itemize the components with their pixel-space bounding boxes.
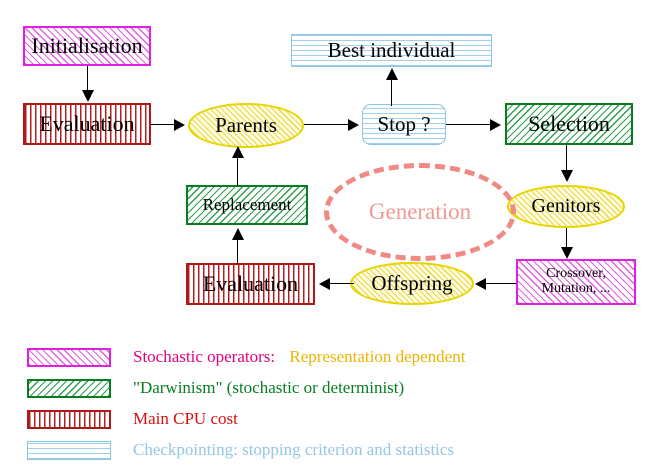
node-offspring[interactable]: Offspring	[350, 262, 474, 305]
node-parents-label: Parents	[215, 113, 277, 138]
node-evaluation-top-label: Evaluation	[39, 111, 135, 137]
node-generation-label: Generation	[368, 199, 472, 224]
node-evaluation-bottom-label: Evaluation	[202, 271, 299, 297]
edge-crossover-offspring-line	[486, 283, 516, 285]
edge-evaluation-replacement-arrow	[232, 228, 244, 240]
edge-initialisation-evaluation-line	[87, 66, 89, 93]
node-stop-label: Stop ?	[377, 112, 431, 137]
node-genitors-label: Genitors	[531, 195, 601, 217]
node-selection[interactable]: Selection	[505, 103, 633, 145]
legend-label-stochastic-operators: Stochastic operators:	[133, 347, 276, 366]
node-stop[interactable]: Stop ?	[362, 104, 446, 145]
legend-label-checkpointing: Checkpointing: stopping criterion and st…	[133, 440, 455, 459]
edge-selection-genitors-arrow	[561, 170, 573, 182]
edge-parents-stop-arrow	[348, 119, 359, 131]
node-best-individual-label: Best individual	[327, 38, 456, 63]
legend-row-checkpointing: Checkpointing: stopping criterion and st…	[27, 440, 454, 460]
edge-selection-genitors-line	[566, 145, 568, 173]
legend-label-darwinism: "Darwinism" (stochastic or determinist)	[133, 378, 405, 397]
edge-genitors-crossover-arrow	[561, 247, 573, 259]
node-crossover-line1: Crossover,	[546, 266, 606, 282]
node-generation-loop: Generation	[324, 163, 516, 261]
edge-stop-selection-line	[446, 124, 491, 126]
legend-label-representation-dependent: Representation dependent	[289, 347, 466, 366]
node-selection-label: Selection	[528, 111, 610, 137]
node-replacement[interactable]: Replacement	[186, 185, 308, 225]
edge-stop-best-arrow	[386, 68, 398, 80]
edge-replacement-parents-line	[237, 155, 239, 186]
legend-row-stochastic-operators: Stochastic operators: Representation dep…	[27, 347, 465, 367]
node-offspring-label: Offspring	[371, 271, 453, 296]
node-initialisation-label: Initialisation	[31, 33, 143, 59]
node-evaluation-bottom[interactable]: Evaluation	[186, 263, 315, 305]
edge-stop-best-line	[391, 72, 393, 106]
legend-swatch-stochastic-operators	[27, 347, 111, 367]
edge-genitors-crossover-line	[566, 228, 568, 252]
edge-stop-selection-arrow	[490, 119, 501, 131]
edge-initialisation-evaluation-arrow	[82, 90, 94, 102]
node-crossover-line2: Mutation, ...	[541, 281, 611, 296]
edge-crossover-offspring-arrow	[475, 278, 486, 290]
edge-offspring-evaluation-line	[330, 283, 354, 285]
edge-evaluation-parents-arrow	[174, 119, 185, 131]
legend-swatch-checkpointing	[27, 440, 111, 460]
edge-evaluation-parents-line	[151, 124, 176, 126]
node-best-individual[interactable]: Best individual	[291, 34, 492, 67]
legend-label-main-cpu-cost: Main CPU cost	[133, 409, 238, 428]
legend-row-main-cpu-cost: Main CPU cost	[27, 409, 238, 429]
legend-swatch-main-cpu-cost	[27, 409, 111, 429]
node-replacement-label: Replacement	[202, 195, 292, 215]
edge-evaluation-replacement-line	[237, 232, 239, 264]
edge-parents-stop-line	[304, 124, 348, 126]
node-parents[interactable]: Parents	[188, 103, 304, 148]
node-crossover-mutation[interactable]: Crossover, Mutation, ...	[516, 259, 636, 305]
edge-replacement-parents-arrow	[232, 146, 244, 158]
node-initialisation[interactable]: Initialisation	[23, 26, 151, 66]
edge-offspring-evaluation-arrow	[319, 278, 330, 290]
legend-swatch-darwinism	[27, 378, 111, 398]
node-genitors[interactable]: Genitors	[507, 185, 625, 228]
legend-row-darwinism: "Darwinism" (stochastic or determinist)	[27, 378, 404, 398]
node-evaluation-top[interactable]: Evaluation	[23, 103, 151, 145]
